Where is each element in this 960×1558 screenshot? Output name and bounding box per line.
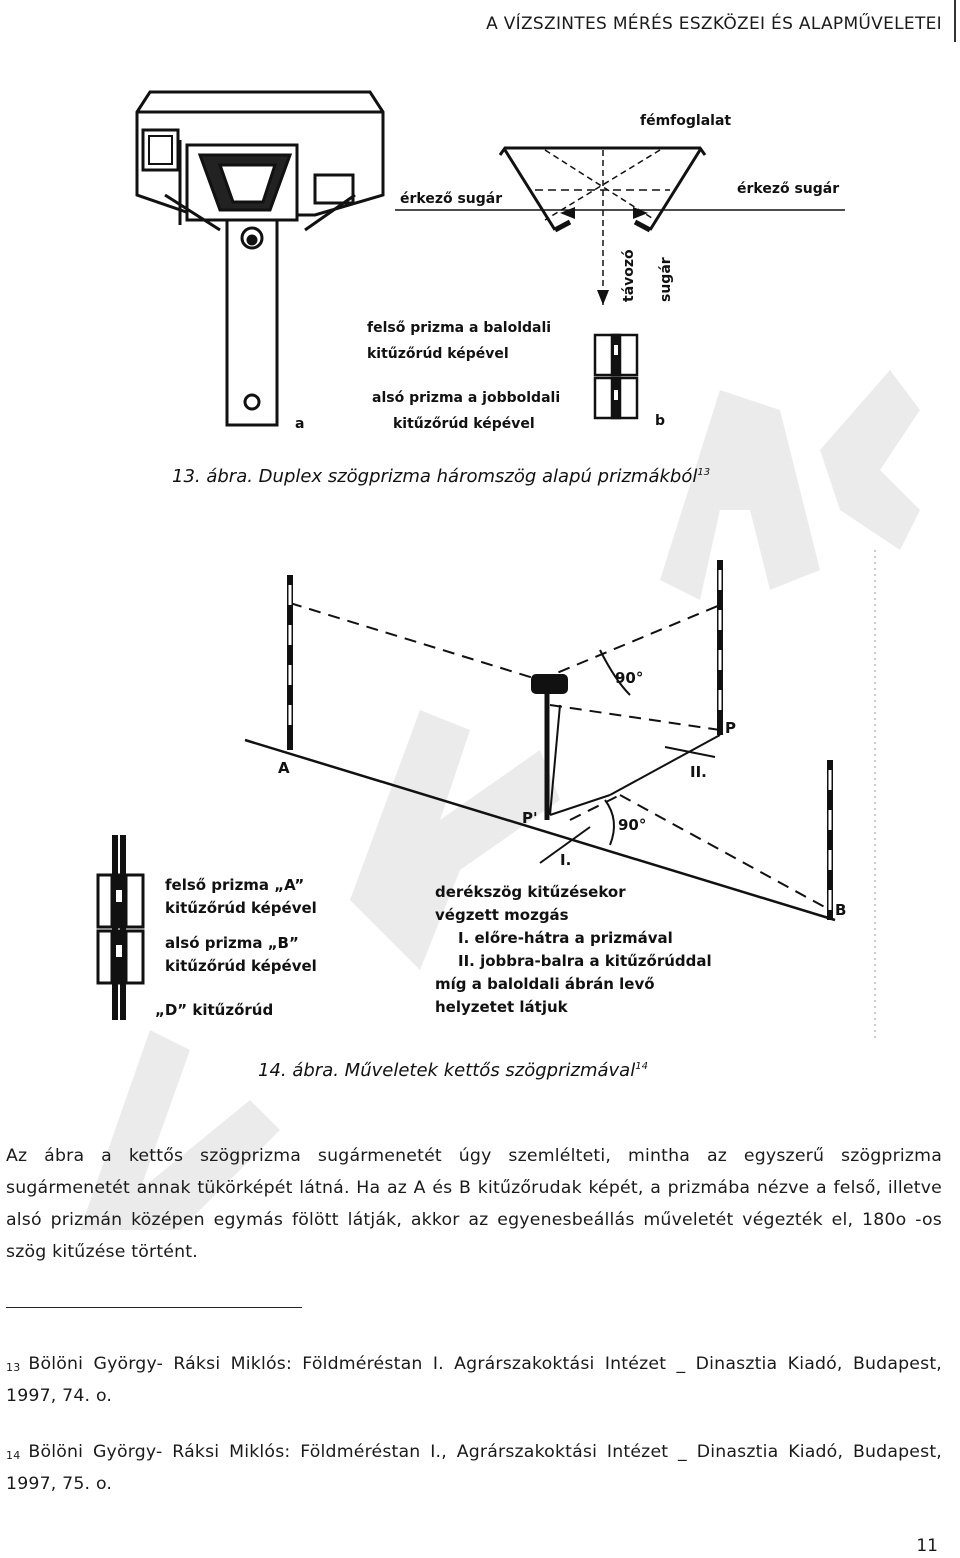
figure1-label-erkezo-left: érkező sugár xyxy=(400,191,502,207)
figure2-left-felso-2: kitűzőrúd képével xyxy=(165,899,317,917)
figure2-label-P: P xyxy=(725,719,736,737)
footnote-14-number: 14 xyxy=(6,1449,21,1462)
figure1-label-tavozo: távozó xyxy=(621,249,637,302)
figure-13-duplex-prism: a fémfoglalat érkező sugár érkező sugár … xyxy=(135,90,845,432)
figure2-left-D: „D” kitűzőrúd xyxy=(155,1001,273,1019)
figure2-right-6: helyzetet látjuk xyxy=(435,998,569,1016)
footnote-14-text: Bölöni György- Ráksi Miklós: Földmérésta… xyxy=(6,1442,942,1494)
prism-view-icon xyxy=(593,333,639,420)
figure1-label-a: a xyxy=(295,416,304,432)
body-paragraph: Az ábra a kettős szögprizma sugármenetét… xyxy=(6,1146,942,1262)
figure1-label-b: b xyxy=(655,413,665,429)
running-header: A VÍZSZINTES MÉRÉS ESZKÖZEI ÉS ALAPMŰVEL… xyxy=(486,14,942,34)
figure-13-caption: 13. ábra. Duplex szögprizma háromszög al… xyxy=(172,466,710,487)
footnote-13-number: 13 xyxy=(6,1361,21,1374)
figure2-left-felso-1: felső prizma „A” xyxy=(165,876,304,894)
figure2-left-also-1: alsó prizma „B” xyxy=(165,934,299,952)
ray-path-diagram xyxy=(395,146,845,305)
header-edge-line xyxy=(954,0,956,42)
figure-14-caption-text: 14. ábra. Műveletek kettős szögprizmával xyxy=(258,1060,636,1081)
figure2-left-also-2: kitűzőrúd képével xyxy=(165,957,317,975)
prism-device-drawing xyxy=(135,90,385,427)
figure1-label-felso-1: felső prizma a baloldali xyxy=(367,320,551,336)
figure2-label-A: A xyxy=(278,759,290,777)
figure2-label-90-top: 90° xyxy=(615,669,643,687)
figure1-label-also-2: kitűzőrúd képével xyxy=(393,416,535,432)
figure2-right-5: míg a baloldali ábrán levő xyxy=(435,975,655,993)
prism-on-pole xyxy=(531,674,568,820)
figure1-label-also-1: alsó prizma a jobboldali xyxy=(372,390,560,406)
figure2-right-3: I. előre-hátra a prizmával xyxy=(458,929,673,947)
figure-14-operations: A B P P' 90° 90° I. II. felső prizma „A”… xyxy=(96,550,876,1040)
figure1-label-sugar: sugár xyxy=(658,257,674,302)
figure2-right-2: végzett mozgás xyxy=(435,906,569,924)
figure2-right-1: derékszög kitűzésekor xyxy=(435,883,626,901)
prism-view-large-icon xyxy=(96,835,145,1020)
figure1-label-erkezo-right: érkező sugár xyxy=(737,181,839,197)
figure2-label-B: B xyxy=(835,901,846,919)
figure-14-caption: 14. ábra. Műveletek kettős szögprizmával… xyxy=(258,1060,648,1081)
figure2-label-90-bottom: 90° xyxy=(618,816,646,834)
footnote-separator xyxy=(6,1307,302,1308)
figure2-label-II: II. xyxy=(690,763,707,781)
field-geometry xyxy=(244,602,836,922)
figure-13-caption-ref: 13 xyxy=(697,467,711,478)
footnote-13-text: Bölöni György- Ráksi Miklós: Földmérésta… xyxy=(6,1354,942,1406)
page-number: 11 xyxy=(916,1536,938,1556)
figure1-label-felso-2: kitűzőrúd képével xyxy=(367,346,509,362)
figure2-label-P1: P' xyxy=(522,809,538,827)
figure2-label-I: I. xyxy=(560,851,571,869)
figure-13-caption-text: 13. ábra. Duplex szögprizma háromszög al… xyxy=(172,466,698,487)
figure1-label-fem: fémfoglalat xyxy=(640,113,731,129)
figure2-right-4: II. jobbra-balra a kitűzőrúddal xyxy=(458,952,712,970)
figure-14-caption-ref: 14 xyxy=(635,1061,648,1072)
